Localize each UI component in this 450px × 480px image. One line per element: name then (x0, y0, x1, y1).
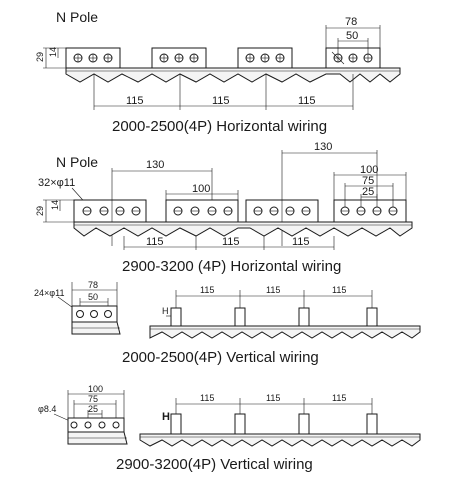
caption-1: 2000-2500(4P) Horizontal wiring (112, 118, 327, 135)
spacing-2c: 115 (292, 236, 310, 248)
height-dim-14-b: 14 (50, 200, 60, 210)
spacing-4b: 115 (266, 393, 280, 403)
pitch-dim-50-v: 50 (88, 292, 98, 302)
width-dim-100-a: 100 (192, 183, 210, 195)
post-3a (170, 307, 182, 327)
spacing-3a: 115 (200, 285, 214, 295)
spacing-2a: 115 (146, 236, 164, 248)
post-4c (298, 413, 310, 435)
spacing-3c: 115 (332, 285, 346, 295)
terminal-block-1c (237, 47, 293, 69)
pitch-dim-75-v: 75 (88, 394, 98, 404)
hole-spec-8-4: φ8.4 (38, 404, 56, 414)
section-2-horizontal-2900-3200: N Pole 32×φ11 29 14 (35, 141, 413, 275)
busbar-strip-1 (65, 67, 401, 83)
front-view-block-3 (71, 305, 121, 335)
terminal-block-1d (325, 47, 381, 69)
busbar-strip-2 (73, 221, 413, 237)
section-3-vertical-2000-2500: 24×φ11 78 50 115 115 115 H (34, 280, 421, 366)
spacing-3b: 115 (266, 285, 280, 295)
busbar-strip-3 (149, 325, 421, 339)
height-label-h-3: H (162, 306, 169, 316)
height-label-h-4: H (162, 411, 170, 423)
front-view-block-4 (67, 417, 128, 445)
n-pole-label-2: N Pole (56, 154, 98, 170)
caption-3: 2000-2500(4P) Vertical wiring (122, 349, 319, 366)
terminal-block-1a (65, 47, 121, 69)
terminal-block-2a (73, 199, 147, 223)
spacing-1b: 115 (212, 95, 230, 107)
post-3b (234, 307, 246, 327)
terminal-block-2b (165, 199, 239, 223)
post-4d (366, 413, 378, 435)
width-dim-78: 78 (345, 16, 357, 28)
spacing-4a: 115 (200, 393, 214, 403)
spacing-1c: 115 (298, 95, 316, 107)
post-3d (366, 307, 378, 327)
hole-spec-24: 24×φ11 (34, 288, 64, 298)
hole-spec-32: 32×φ11 (38, 177, 75, 189)
spacing-4c: 115 (332, 393, 346, 403)
post-3c (298, 307, 310, 327)
offset-dim-130-a: 130 (146, 159, 164, 171)
height-dim-29: 29 (35, 52, 45, 62)
n-pole-label-1: N Pole (56, 9, 98, 25)
pitch-dim-50: 50 (346, 30, 358, 42)
width-dim-100-b: 100 (360, 164, 378, 176)
height-dim-14: 14 (48, 47, 58, 57)
section-4-vertical-2900-3200: 100 75 25 φ8.4 115 115 115 H (38, 384, 421, 473)
spacing-2b: 115 (222, 236, 240, 248)
busbar-strip-4 (139, 433, 421, 447)
offset-dim-130-b: 130 (314, 141, 332, 153)
pitch-dim-75-a: 75 (362, 175, 374, 187)
pitch-dim-25-v: 25 (88, 404, 98, 414)
height-dim-29-b: 29 (35, 206, 45, 216)
post-4b (234, 413, 246, 435)
width-dim-100-v: 100 (88, 384, 103, 394)
caption-2: 2900-3200 (4P) Horizontal wiring (122, 258, 341, 275)
caption-4: 2900-3200(4P) Vertical wiring (116, 456, 313, 473)
post-4a (170, 413, 182, 435)
terminal-block-1b (151, 47, 207, 69)
width-dim-78-v: 78 (88, 280, 98, 290)
spacing-1a: 115 (126, 95, 144, 107)
pitch-dim-25-a: 25 (362, 186, 374, 198)
section-1-horizontal-2000-2500: N Pole 29 14 (35, 9, 401, 135)
